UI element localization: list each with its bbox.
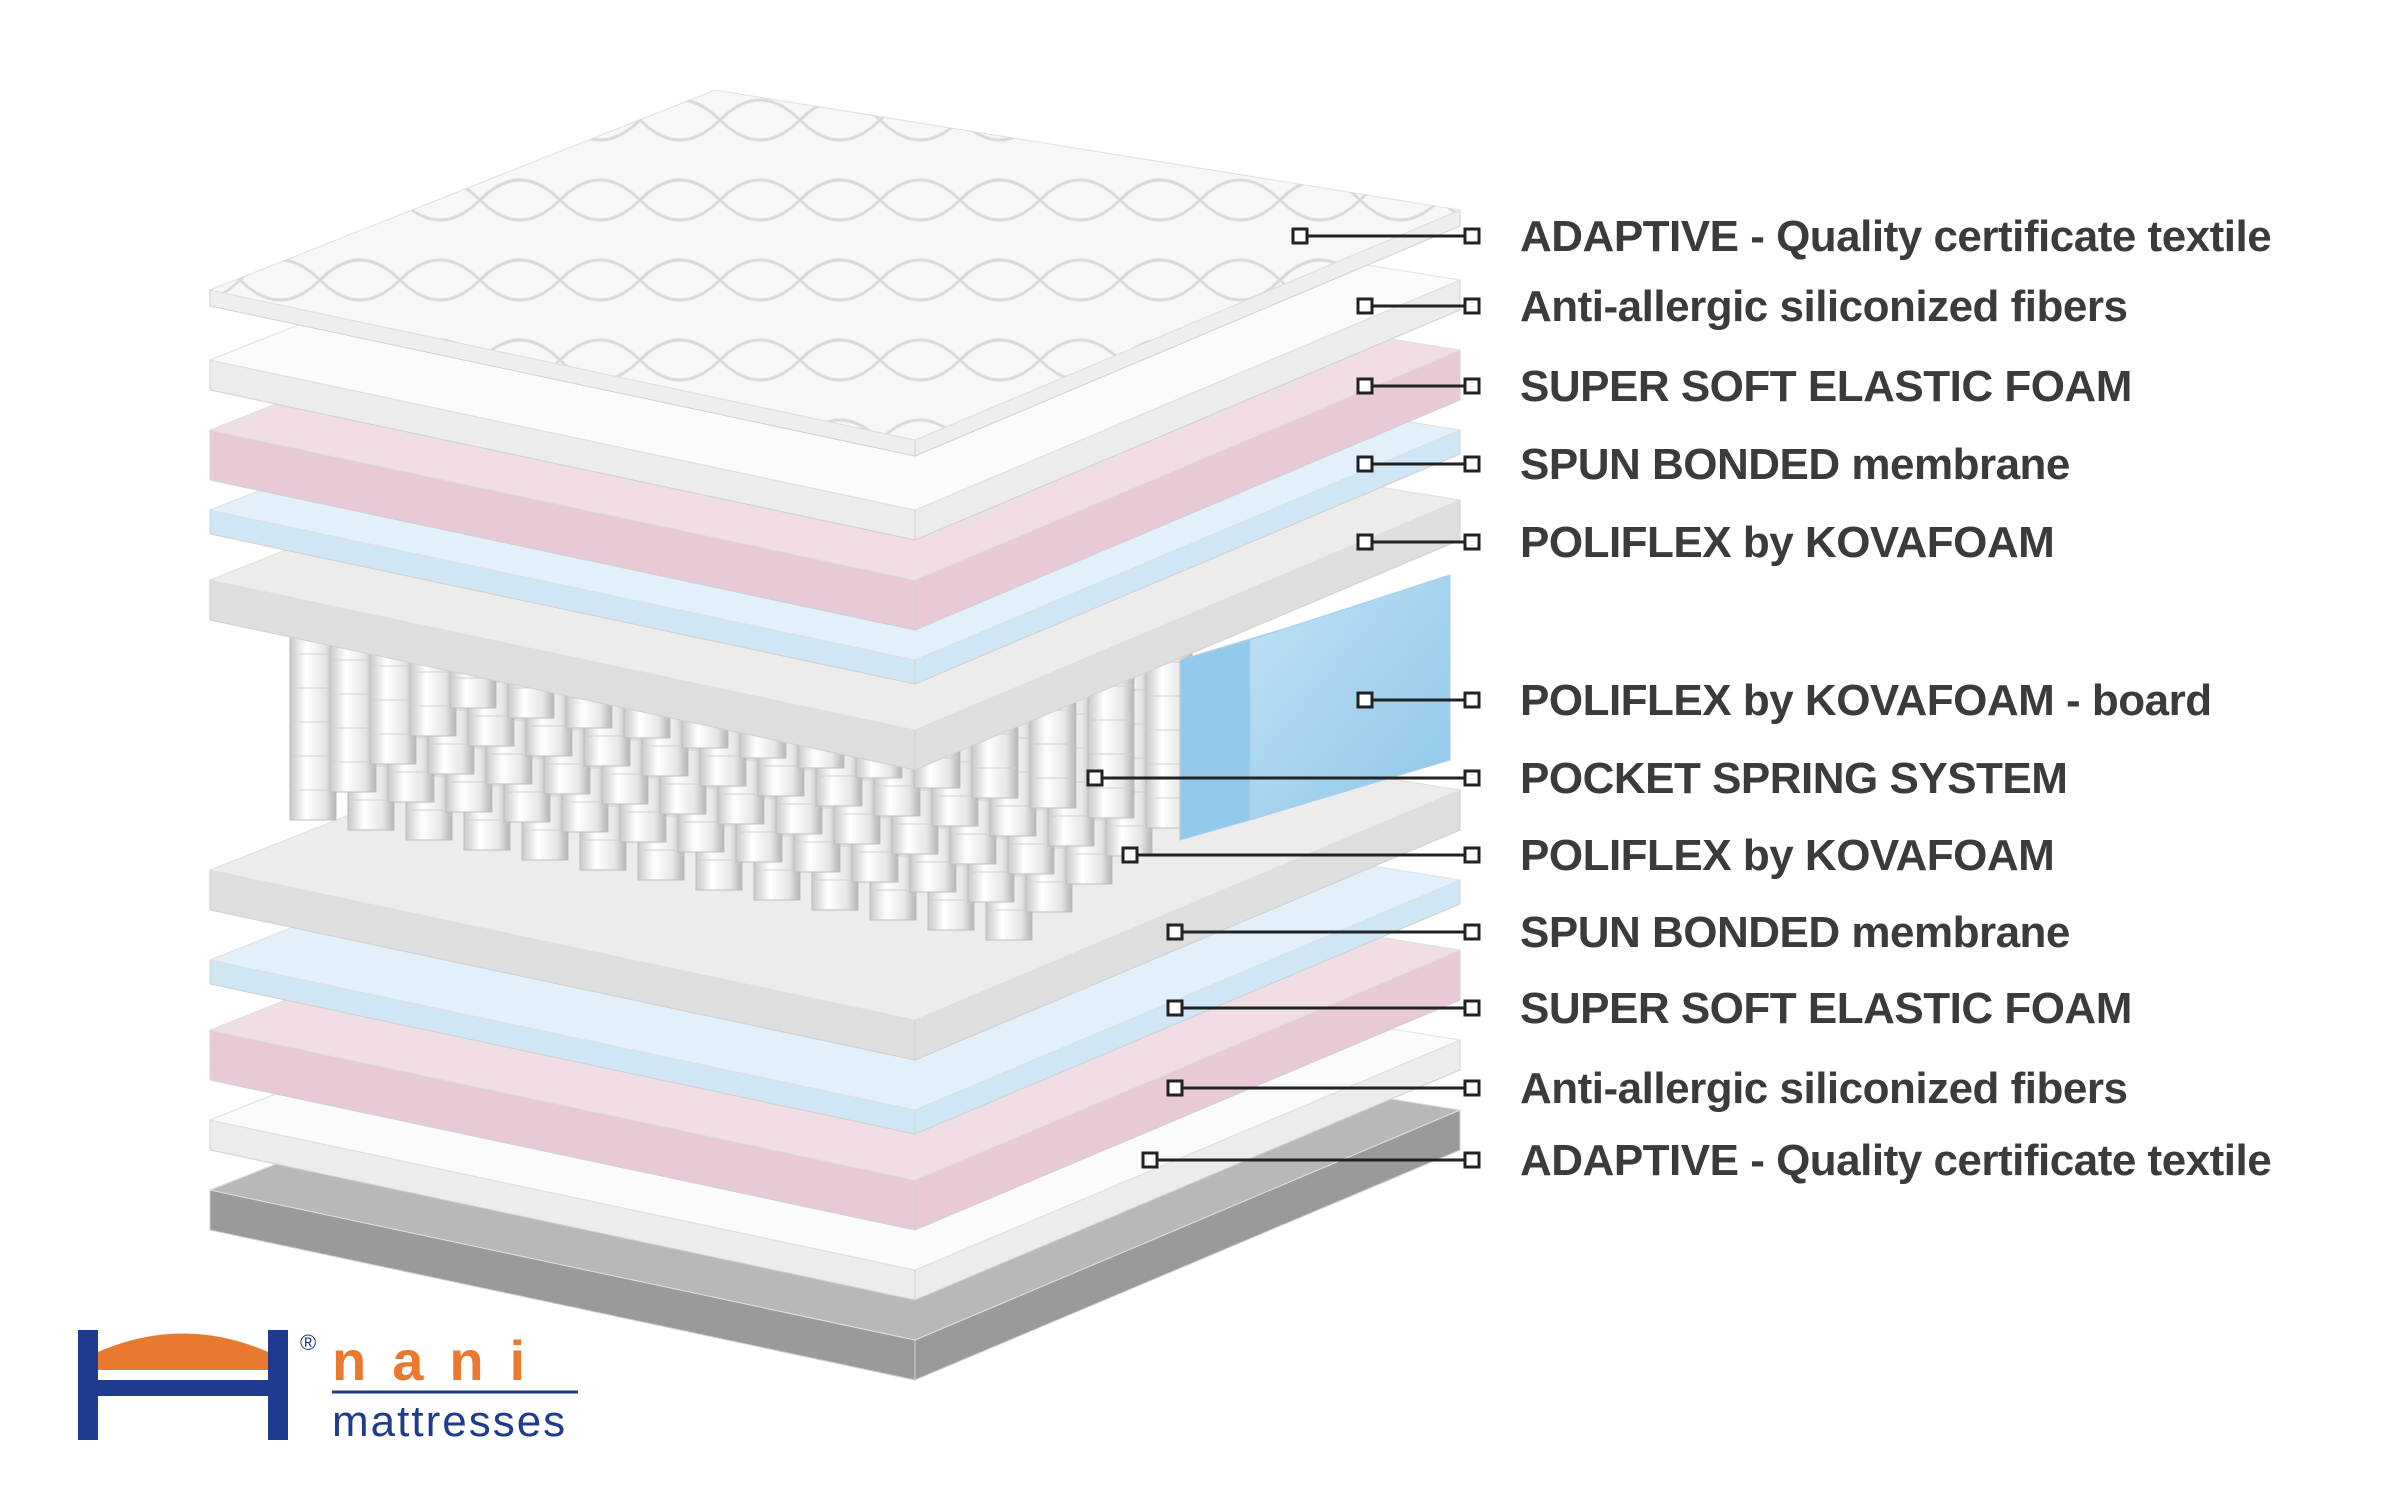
leader-start-node (1356, 297, 1374, 315)
callout-5: POLIFLEX by KOVAFOAM (1356, 518, 2055, 567)
leader-start-node (1141, 1151, 1159, 1169)
logo-crossbar (98, 1380, 268, 1396)
callout-11: Anti-allergic siliconized fibers (1166, 1064, 2128, 1113)
layer-label: POLIFLEX by KOVAFOAM (1520, 518, 2054, 567)
leader-start-node (1356, 455, 1374, 473)
nani-logo: ® nani mattresses (78, 1329, 578, 1446)
logo-brand: nani (332, 1329, 551, 1392)
callout-8: POLIFLEX by KOVAFOAM (1121, 831, 2055, 880)
callout-7: POCKET SPRING SYSTEM (1086, 754, 2068, 803)
leader-end-node (1463, 377, 1481, 395)
leader-start-node (1356, 691, 1374, 709)
leader-end-node (1463, 455, 1481, 473)
leader-start-node (1356, 377, 1374, 395)
layer-top-textile (208, 89, 1462, 457)
layer-label: POLIFLEX by KOVAFOAM (1520, 831, 2054, 880)
layer-label: SPUN BONDED membrane (1520, 440, 2070, 489)
leader-end-node (1463, 227, 1481, 245)
callout-4: SPUN BONDED membrane (1356, 440, 2070, 489)
logo-bar-left (78, 1330, 98, 1440)
logo-subtitle: mattresses (332, 1397, 567, 1446)
leader-start-node (1166, 923, 1184, 941)
leader-end-node (1463, 999, 1481, 1017)
leader-end-node (1463, 769, 1481, 787)
leader-end-node (1463, 923, 1481, 941)
logo-registered: ® (300, 1330, 316, 1355)
leader-end-node (1463, 297, 1481, 315)
callout-12: ADAPTIVE - Quality certificate textile (1141, 1136, 2272, 1185)
poliflex-board-graphic (1179, 574, 1451, 841)
layer-label: SUPER SOFT ELASTIC FOAM (1520, 362, 2132, 411)
leader-end-node (1463, 846, 1481, 864)
callout-3: SUPER SOFT ELASTIC FOAM (1356, 362, 2132, 411)
layer-label: POLIFLEX by KOVAFOAM - board (1520, 676, 2212, 725)
callout-10: SUPER SOFT ELASTIC FOAM (1166, 984, 2132, 1033)
quilt-pattern (210, 90, 1460, 440)
leader-start-node (1086, 769, 1104, 787)
leader-end-node (1463, 1151, 1481, 1169)
logo-bar-right (268, 1330, 288, 1440)
layer-label: Anti-allergic siliconized fibers (1520, 282, 2127, 331)
leader-start-node (1356, 533, 1374, 551)
layer-label: POCKET SPRING SYSTEM (1520, 754, 2067, 803)
layer-label: ADAPTIVE - Quality certificate textile (1520, 1136, 2271, 1185)
layer-label: SPUN BONDED membrane (1520, 908, 2070, 957)
layer-label: Anti-allergic siliconized fibers (1520, 1064, 2127, 1113)
leader-end-node (1463, 691, 1481, 709)
callout-2: Anti-allergic siliconized fibers (1356, 282, 2128, 331)
leader-end-node (1463, 533, 1481, 551)
callout-9: SPUN BONDED membrane (1166, 908, 2070, 957)
leader-start-node (1291, 227, 1309, 245)
leader-end-node (1463, 1079, 1481, 1097)
layer-label: ADAPTIVE - Quality certificate textile (1520, 212, 2271, 261)
logo-roof (98, 1333, 268, 1370)
layer-label: SUPER SOFT ELASTIC FOAM (1520, 984, 2132, 1033)
upper-layers (208, 89, 1462, 771)
callout-1: ADAPTIVE - Quality certificate textile (1291, 212, 2272, 261)
leader-start-node (1166, 1079, 1184, 1097)
callout-6: POLIFLEX by KOVAFOAM - board (1356, 676, 2212, 725)
leader-start-node (1166, 999, 1184, 1017)
leader-start-node (1121, 846, 1139, 864)
callouts: ADAPTIVE - Quality certificate textileAn… (1086, 212, 2272, 1185)
